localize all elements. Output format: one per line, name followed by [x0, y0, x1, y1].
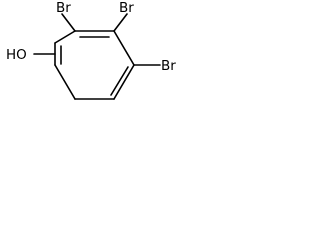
label-br-2: Br: [56, 0, 71, 16]
molecule-diagram: Br Br Br HO: [6, 0, 176, 100]
ring-bond-c1-c2: [54, 30, 76, 44]
label-br-4: Br: [161, 58, 176, 74]
ring-bond-c3-c4: [113, 30, 135, 66]
bond-to-br-2: [61, 13, 76, 32]
bond-to-br-3: [113, 13, 128, 32]
ring-double-bond-right: [110, 66, 129, 96]
ring-bond-c6-c1: [54, 64, 76, 100]
ring-bond-c4-c5: [113, 64, 135, 100]
label-hydroxyl: HO: [6, 47, 27, 63]
label-br-3: Br: [119, 0, 134, 16]
